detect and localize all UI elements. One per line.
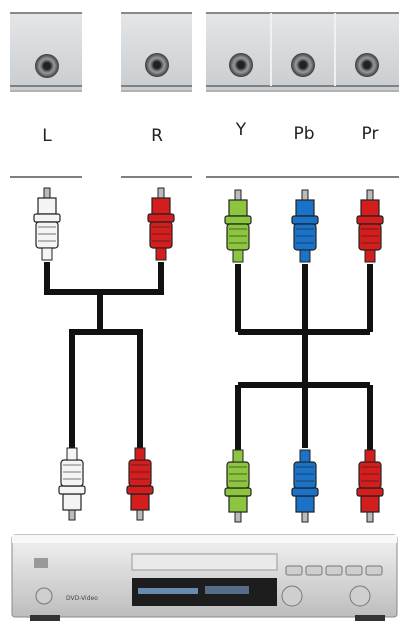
label-pb: Pb [293,124,315,144]
transport-button [365,565,383,576]
label-l: L [42,126,52,146]
label-r: R [151,126,163,146]
tv-panel-component [206,12,399,92]
jack-pb [291,53,315,77]
jack-l [35,54,59,78]
plug-pr-bottom [356,449,384,523]
plug-pr-top [356,189,384,263]
label-pr: Pr [361,124,379,144]
plug-r-bottom [126,447,154,521]
video-cable [235,264,373,450]
transport-button [345,565,363,576]
plug-l-bottom [58,447,86,521]
jack-y [229,53,253,77]
transport-button [305,565,323,576]
disc-tray [131,553,278,571]
left-knob [281,585,303,607]
plug-pb-bottom [291,449,319,523]
right-knob [349,585,371,607]
transport-button [285,565,303,576]
tv-panel-audio-right [121,12,192,92]
audio-cable [44,262,164,448]
plug-y-top [224,189,252,263]
plug-l-top [33,187,61,261]
transport-button [325,565,343,576]
jack-r [145,53,169,77]
power-button [35,587,53,605]
player-front-label: DVD-Video [66,595,98,602]
label-y: Y [235,120,247,140]
dvd-player: DVD-Video [11,534,398,621]
plug-pb-top [291,189,319,263]
plug-r-top [147,187,175,261]
jack-pr [355,53,379,77]
tv-panel-audio-left [10,12,82,92]
plug-y-bottom [224,449,252,523]
